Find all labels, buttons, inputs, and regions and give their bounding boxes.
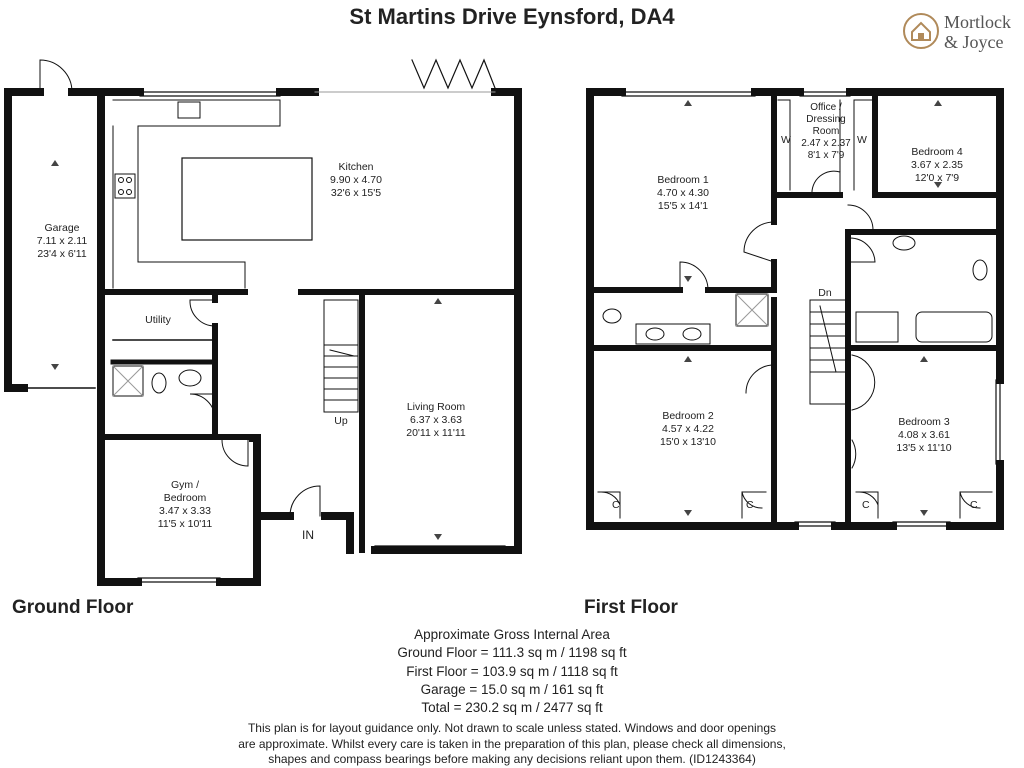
room-label-kitchen: Kitchen 9.90 x 4.70 32'6 x 15'5 bbox=[306, 161, 406, 200]
bed3-imperial: 13'5 x 11'10 bbox=[896, 442, 952, 454]
room-label-bed3: Bedroom 3 4.08 x 3.61 13'5 x 11'10 bbox=[878, 416, 970, 455]
office-imperial: 8'1 x 7'9 bbox=[807, 150, 845, 161]
bed3-window bbox=[892, 521, 951, 527]
garage-metric: 7.11 x 2.11 bbox=[36, 235, 88, 247]
brand-name: Mortlock & Joyce bbox=[944, 12, 1011, 52]
ground-floor-title: Ground Floor bbox=[12, 597, 134, 618]
living-metric: 6.37 x 3.63 bbox=[410, 414, 462, 426]
bifold-doors bbox=[411, 58, 496, 90]
first-floor-title: First Floor bbox=[584, 597, 678, 618]
house-logo-icon bbox=[903, 13, 939, 49]
cupboard-label-3: C bbox=[862, 499, 870, 511]
ground-doors bbox=[189, 299, 321, 517]
gym-name2: Bedroom bbox=[163, 492, 207, 504]
bed3-side-window bbox=[995, 379, 1001, 465]
disclaimer-line3: shapes and compass bearings before makin… bbox=[268, 752, 756, 766]
entrance-label: IN bbox=[302, 528, 314, 542]
stairs-down bbox=[809, 299, 847, 405]
bed4-imperial: 12'0 x 7'9 bbox=[914, 172, 960, 184]
bed2-name: Bedroom 2 bbox=[662, 410, 714, 422]
office-name2: Dressing bbox=[806, 114, 846, 125]
kitchen-units bbox=[112, 99, 313, 289]
room-label-office: Office / Dressing Room 2.47 x 2.37 8'1 x… bbox=[795, 102, 857, 162]
living-name: Living Room bbox=[406, 401, 466, 413]
stairs-down-label: Dn bbox=[818, 287, 832, 299]
first-floor-outer-walls bbox=[586, 88, 1004, 530]
room-label-bed4: Bedroom 4 3.67 x 2.35 12'0 x 7'9 bbox=[892, 146, 982, 185]
office-name: Office / bbox=[810, 102, 842, 113]
wardrobe-label-right: W bbox=[857, 134, 867, 146]
room-label-garage: Garage 7.11 x 2.11 23'4 x 6'11 bbox=[22, 222, 102, 261]
bed1-name: Bedroom 1 bbox=[657, 174, 709, 186]
stairs-up bbox=[323, 299, 359, 413]
bed2-imperial: 15'0 x 13'10 bbox=[660, 436, 716, 448]
garage-imperial: 23'4 x 6'11 bbox=[37, 248, 87, 260]
first-floor-doors bbox=[597, 170, 993, 519]
ground-interior-walls bbox=[102, 289, 521, 553]
area-heading: Approximate Gross Internal Area bbox=[414, 627, 610, 642]
brand-line2: & Joyce bbox=[944, 32, 1004, 52]
office-name3: Room bbox=[812, 126, 840, 137]
bed4-name: Bedroom 4 bbox=[911, 146, 963, 158]
bed2-metric: 4.57 x 4.22 bbox=[662, 423, 714, 435]
brand-logo: Mortlock & Joyce bbox=[902, 10, 1022, 56]
kitchen-name: Kitchen bbox=[338, 161, 374, 173]
gym-imperial: 11'5 x 10'11 bbox=[157, 518, 213, 530]
bed4-metric: 3.67 x 2.35 bbox=[911, 159, 963, 171]
room-label-gym: Gym / Bedroom 3.47 x 3.33 11'5 x 10'11 bbox=[130, 479, 240, 531]
cupboard-label-4: C bbox=[970, 499, 978, 511]
bed1-metric: 4.70 x 4.30 bbox=[657, 187, 709, 199]
gym-name: Gym / bbox=[171, 479, 199, 491]
gym-metric: 3.47 x 3.33 bbox=[159, 505, 211, 517]
kitchen-metric: 9.90 x 4.70 bbox=[330, 174, 382, 186]
kitchen-imperial: 32'6 x 15'5 bbox=[330, 187, 382, 199]
area-first: First Floor = 103.9 sq m / 1118 sq ft bbox=[406, 663, 618, 679]
area-ground: Ground Floor = 111.3 sq m / 1198 sq ft bbox=[397, 645, 627, 661]
bed1-window bbox=[621, 91, 756, 97]
room-label-living: Living Room 6.37 x 3.63 20'11 x 11'11 bbox=[386, 401, 486, 440]
plan-title: St Martins Drive Eynsford, DA4 bbox=[349, 4, 675, 29]
disclaimer: This plan is for layout guidance only. N… bbox=[0, 721, 1024, 768]
first-floor-interior-walls bbox=[591, 93, 999, 523]
disclaimer-line2: are approximate. Whilst every care is ta… bbox=[238, 736, 786, 751]
office-metric: 2.47 x 2.37 bbox=[801, 138, 851, 149]
garage-name: Garage bbox=[44, 222, 80, 234]
stairs-up-label: Up bbox=[334, 415, 348, 427]
room-label-bed2: Bedroom 2 4.57 x 4.22 15'0 x 13'10 bbox=[642, 410, 734, 449]
bed1-imperial: 15'5 x 14'1 bbox=[657, 200, 709, 212]
cupboard-label-2: C bbox=[746, 499, 754, 511]
office-window bbox=[799, 91, 851, 97]
room-label-bed1: Bedroom 1 4.70 x 4.30 15'5 x 14'1 bbox=[638, 174, 728, 213]
landing-window bbox=[794, 521, 836, 527]
area-summary: Approximate Gross Internal Area Ground F… bbox=[0, 626, 1024, 717]
garage-side-door bbox=[39, 59, 73, 93]
gym-window bbox=[137, 577, 221, 583]
bed3-metric: 4.08 x 3.61 bbox=[898, 429, 950, 441]
area-total: Total = 230.2 sq m / 2477 sq ft bbox=[421, 700, 603, 716]
bed3-name: Bedroom 3 bbox=[898, 416, 950, 428]
living-window bbox=[374, 545, 506, 551]
brand-line1: Mortlock bbox=[944, 12, 1011, 32]
kitchen-window bbox=[139, 91, 281, 97]
cupboard-label-1: C bbox=[612, 499, 620, 511]
wardrobe-label-left: W bbox=[781, 134, 791, 146]
room-label-utility: Utility bbox=[128, 314, 188, 327]
living-imperial: 20'11 x 11'11 bbox=[406, 427, 466, 439]
area-garage: Garage = 15.0 sq m / 161 sq ft bbox=[420, 681, 604, 697]
utility-name: Utility bbox=[145, 314, 171, 326]
disclaimer-line1: This plan is for layout guidance only. N… bbox=[247, 721, 777, 735]
